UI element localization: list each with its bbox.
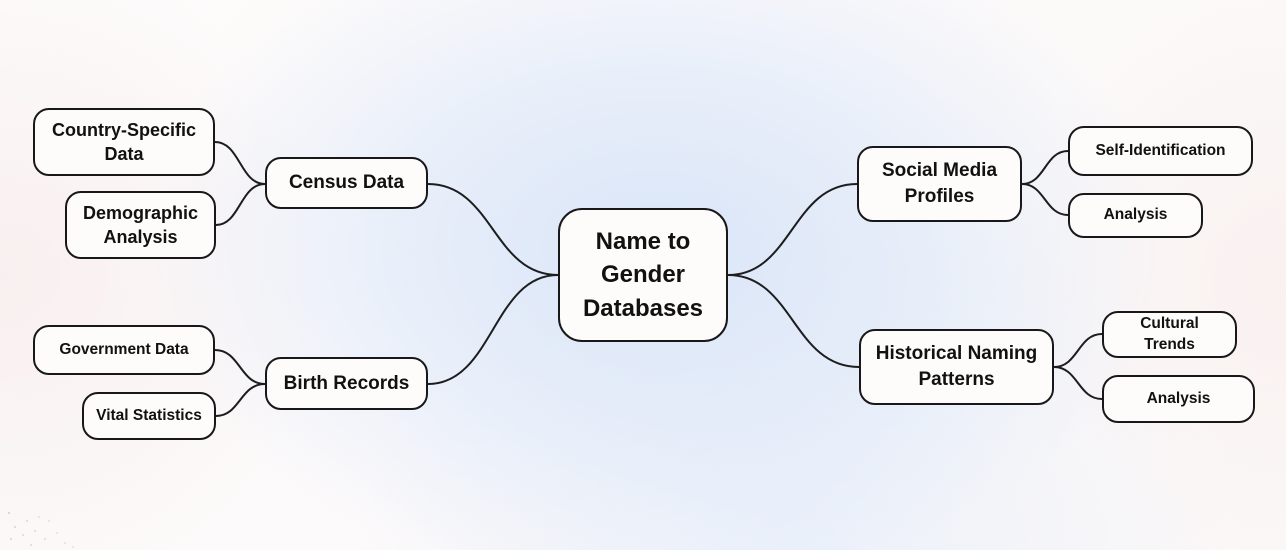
edge-birth-root [427,274,559,385]
edge-census-root [427,183,559,276]
node-social-media-profiles: Social Media Profiles [857,146,1022,222]
background-noise-dots [8,512,10,514]
node-self-identification-label: Self-Identification [1095,141,1226,159]
edge-social-selfid [1021,150,1069,185]
node-cultural-trends-label: Cultural Trends [1140,314,1199,353]
node-birth-records: Birth Records [265,357,428,410]
edge-country-census [214,141,266,185]
node-social-analysis-label: Analysis [1103,206,1168,224]
node-historical-analysis: Analysis [1102,375,1255,423]
node-government-data-label: Government Data [59,340,189,358]
edge-historical-cultural [1053,333,1103,368]
node-cultural-trends: Cultural Trends [1102,311,1237,358]
node-root-label: Name to Gender Databases [582,227,704,322]
node-demographic-analysis-label: Demographic Analysis [82,202,199,247]
node-social-analysis: Analysis [1068,193,1203,238]
edge-social-analysis [1021,183,1069,216]
node-vital-statistics-label: Vital Statistics [96,406,202,424]
edge-government-birth [214,349,266,385]
node-root: Name to Gender Databases [558,208,728,342]
edge-demographic-census [215,183,266,226]
node-country-specific-data: Country-Specific Data [33,108,215,176]
node-historical-naming-patterns: Historical Naming Patterns [859,329,1054,405]
node-census-data: Census Data [265,157,428,209]
node-self-identification: Self-Identification [1068,126,1253,176]
node-historical-naming-patterns-label: Historical Naming Patterns [875,343,1038,390]
edge-historical-analysis [1053,366,1103,400]
edge-root-social [727,183,858,276]
node-social-media-profiles-label: Social Media Profiles [881,160,998,207]
edge-vital-birth [215,383,266,417]
node-birth-records-label: Birth Records [283,372,410,394]
edge-root-historical [727,274,860,368]
node-country-specific-data-label: Country-Specific Data [51,119,197,164]
node-census-data-label: Census Data [288,172,405,194]
node-government-data: Government Data [33,325,215,375]
node-vital-statistics: Vital Statistics [82,392,216,440]
node-demographic-analysis: Demographic Analysis [65,191,216,259]
node-historical-analysis-label: Analysis [1146,389,1211,407]
